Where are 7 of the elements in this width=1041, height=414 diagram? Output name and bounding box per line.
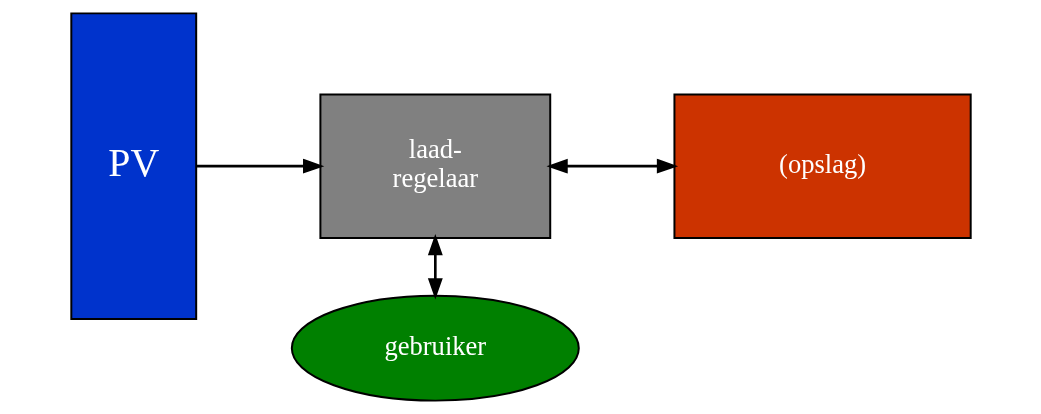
node-box: laad- regelaar xyxy=(318,93,551,239)
arrow xyxy=(427,233,443,300)
node-ellipse: gebruiker xyxy=(290,294,580,402)
node-box: (opslag) xyxy=(672,93,972,239)
arrow xyxy=(195,158,324,174)
node-box: PV xyxy=(69,12,197,320)
arrow xyxy=(545,158,678,174)
